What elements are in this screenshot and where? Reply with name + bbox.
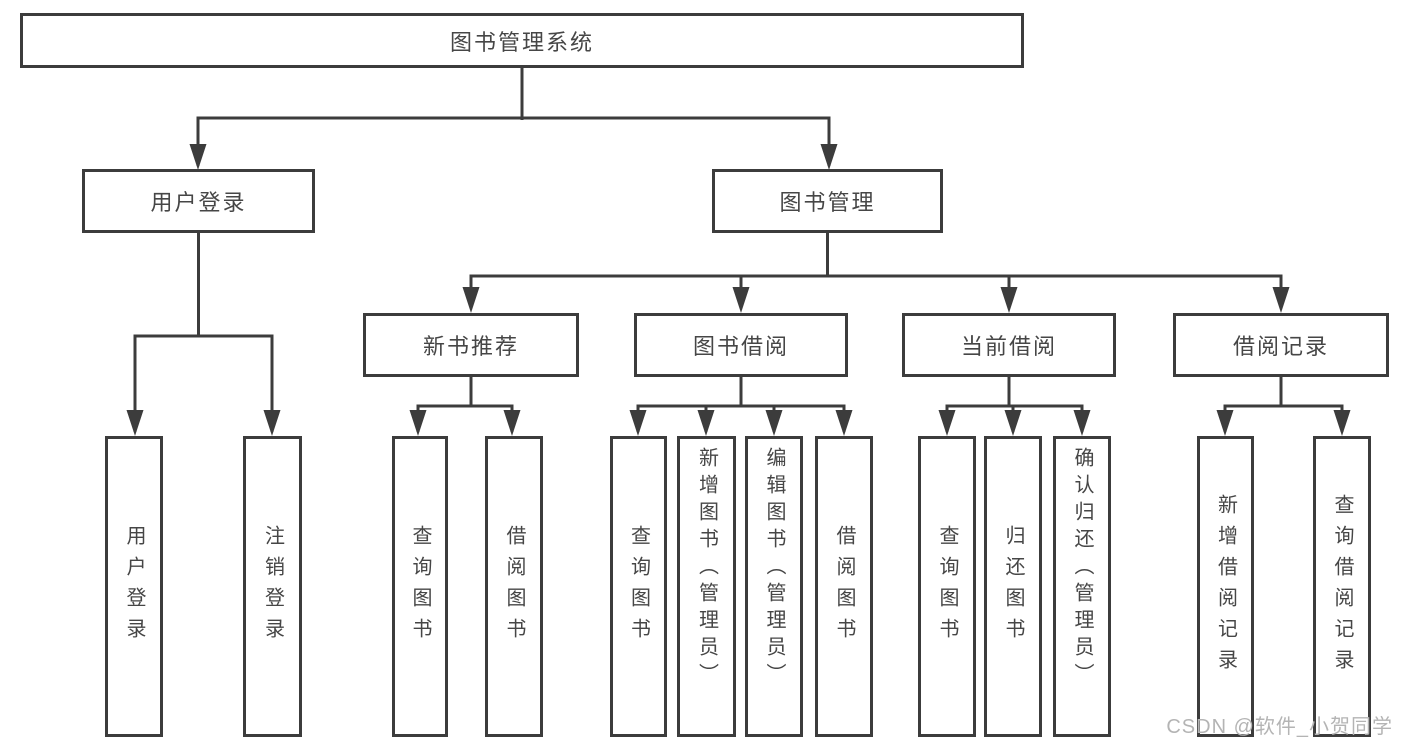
node-book-management: 图书管理 bbox=[712, 169, 943, 233]
node-label: 图书管理 bbox=[779, 190, 876, 215]
leaf-query-borrow-record: 查询借阅记录 bbox=[1313, 436, 1371, 737]
node-label: 当前借阅 bbox=[960, 334, 1057, 359]
node-label: 注销登录 bbox=[261, 524, 284, 649]
node-label: 用户登录 bbox=[150, 190, 247, 215]
node-label: 编辑图书（管理员） bbox=[763, 447, 785, 690]
node-label: 查询图书 bbox=[936, 524, 958, 649]
leaf-confirm-return-admin: 确认归还（管理员） bbox=[1053, 436, 1111, 737]
node-library-management-system: 图书管理系统 bbox=[20, 13, 1024, 68]
leaf-query-books-borrowing: 查询图书 bbox=[610, 436, 667, 737]
csdn-watermark: CSDN @软件_小贺同学 bbox=[1166, 716, 1393, 738]
leaf-user-login: 用户登录 bbox=[105, 436, 163, 737]
leaf-query-books-recommend: 查询图书 bbox=[392, 436, 448, 737]
leaf-edit-books-admin: 编辑图书（管理员） bbox=[745, 436, 803, 737]
node-label: 借阅图书 bbox=[833, 524, 855, 649]
leaf-add-books-admin: 新增图书（管理员） bbox=[677, 436, 736, 737]
node-label: 查询借阅记录 bbox=[1331, 493, 1353, 680]
node-label: 新增图书（管理员） bbox=[695, 447, 718, 690]
node-label: 借阅记录 bbox=[1232, 334, 1329, 359]
node-book-borrowing: 图书借阅 bbox=[634, 313, 848, 377]
node-label: 图书管理系统 bbox=[449, 29, 594, 55]
node-label: 新增借阅记录 bbox=[1214, 493, 1237, 680]
leaf-borrow-books-recommend: 借阅图书 bbox=[485, 436, 543, 737]
node-label: 图书借阅 bbox=[692, 334, 789, 359]
leaf-logout: 注销登录 bbox=[243, 436, 302, 737]
node-current-borrowing: 当前借阅 bbox=[902, 313, 1116, 377]
node-borrowing-records: 借阅记录 bbox=[1173, 313, 1389, 377]
node-label: 借阅图书 bbox=[503, 524, 525, 649]
node-new-book-recommendation: 新书推荐 bbox=[363, 313, 579, 377]
leaf-add-borrow-record: 新增借阅记录 bbox=[1197, 436, 1254, 737]
node-label: 归还图书 bbox=[1002, 524, 1024, 649]
node-label: 查询图书 bbox=[627, 524, 650, 649]
leaf-query-books-current: 查询图书 bbox=[918, 436, 976, 737]
node-label: 用户登录 bbox=[123, 524, 145, 649]
leaf-return-books: 归还图书 bbox=[984, 436, 1042, 737]
leaf-borrow-books-borrowing: 借阅图书 bbox=[815, 436, 873, 737]
node-label: 查询图书 bbox=[409, 524, 431, 649]
node-label: 新书推荐 bbox=[422, 334, 519, 359]
node-label: 确认归还（管理员） bbox=[1071, 447, 1093, 690]
node-user-login: 用户登录 bbox=[82, 169, 315, 233]
